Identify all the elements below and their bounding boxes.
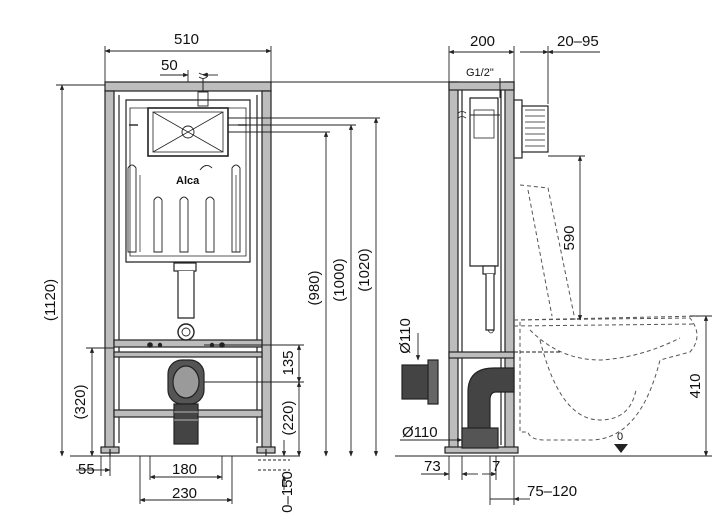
dim-offset-73: 73 xyxy=(424,458,441,475)
drain-adapter xyxy=(401,364,433,400)
dim-bolt-spacing: 180 xyxy=(172,461,197,478)
dim-offset-7: 7 xyxy=(492,458,500,475)
flush-pipe xyxy=(173,262,197,272)
dim-drain-rise: 135 xyxy=(280,350,297,375)
side-view xyxy=(395,78,712,457)
dim-drain-spacing: 230 xyxy=(172,485,197,502)
dim-foot-width: 55 xyxy=(78,461,95,478)
dim-bolt-height: (320) xyxy=(72,384,89,419)
side-button-housing xyxy=(521,105,549,153)
dim-wall-depth: 20–95 xyxy=(557,33,599,50)
frame-left-post xyxy=(104,90,115,450)
front-view xyxy=(70,72,300,457)
front-dimension-lines xyxy=(56,46,380,504)
dim-water-inlet: G1/2" xyxy=(466,67,494,79)
side-cistern xyxy=(469,97,499,267)
toilet-bowl-outline xyxy=(513,184,701,441)
dim-height-total: (1120) xyxy=(42,279,59,321)
dim-foot-adjust: 0–150 xyxy=(279,471,296,513)
dim-inlet-offset: 50 xyxy=(161,57,178,74)
frame-crossbar-upper xyxy=(113,339,263,348)
side-frame-rear-post xyxy=(448,81,459,450)
side-frame-front-post xyxy=(504,81,515,450)
dim-pan-projection: 75–120 xyxy=(527,483,577,500)
dim-drain-diameter-bottom: Ø110 xyxy=(402,424,438,441)
brand-logo: Alca xyxy=(176,175,200,187)
side-drain-elbow xyxy=(467,367,515,431)
dim-980: (980) xyxy=(306,270,323,305)
dim-drain-diameter-top: Ø110 xyxy=(397,318,414,354)
dim-drain-height: (220) xyxy=(280,400,297,435)
dim-seat-height: 410 xyxy=(687,373,704,398)
side-flush-plate xyxy=(513,99,523,159)
dim-bowl-height: 590 xyxy=(561,225,578,250)
frame-crossbar-mid xyxy=(113,351,263,358)
dim-1000: (1000) xyxy=(331,258,348,301)
dim-1020: (1020) xyxy=(356,248,373,291)
side-dimension-lines xyxy=(271,46,712,505)
dim-width-total: 510 xyxy=(174,31,199,48)
frame-top-bar xyxy=(104,81,272,92)
floor-level-label: 0 xyxy=(617,431,623,443)
dim-frame-depth: 200 xyxy=(470,33,495,50)
frame-right-post xyxy=(261,90,272,450)
